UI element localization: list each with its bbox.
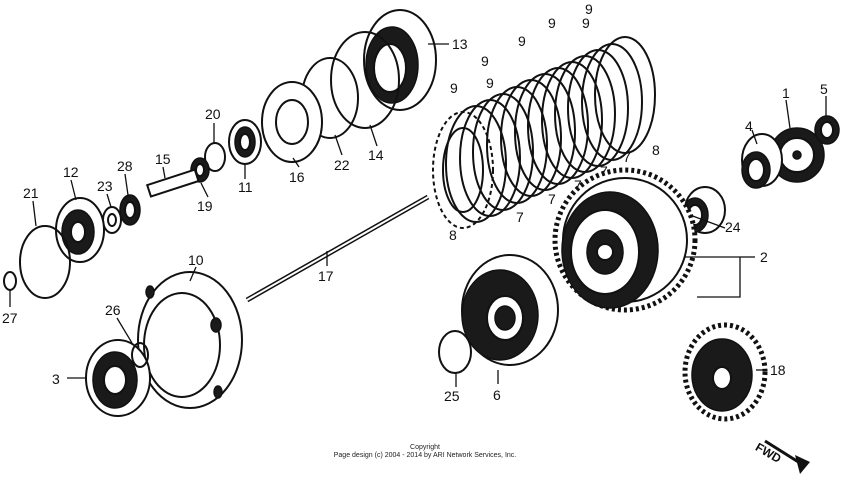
callout-21: 21 bbox=[23, 185, 39, 201]
part-26-washer bbox=[131, 342, 149, 368]
part-23-bushing bbox=[102, 206, 122, 234]
callout-9e: 9 bbox=[481, 53, 489, 69]
part-12-lifter-plate bbox=[55, 197, 105, 263]
callout-7e: 7 bbox=[516, 209, 524, 225]
callout-19: 19 bbox=[197, 198, 213, 214]
part-1-sprocket bbox=[769, 127, 825, 183]
callout-28: 28 bbox=[117, 158, 133, 174]
callout-4: 4 bbox=[745, 118, 753, 134]
part-11-bearing bbox=[228, 119, 262, 165]
clutch-plate-stack bbox=[432, 36, 656, 229]
callout-17: 17 bbox=[318, 268, 334, 284]
part-21-gasket bbox=[19, 225, 71, 299]
callout-18: 18 bbox=[770, 362, 786, 378]
callout-1: 1 bbox=[782, 85, 790, 101]
callout-9a: 9 bbox=[585, 1, 593, 17]
callout-14: 14 bbox=[368, 147, 384, 163]
forward-arrow-icon bbox=[764, 439, 810, 474]
callout-3: 3 bbox=[52, 371, 60, 387]
part-15-lifter-rod bbox=[145, 168, 200, 198]
callout-20: 20 bbox=[205, 106, 221, 122]
leader-lines bbox=[9, 43, 827, 387]
copyright-heading: Copyright bbox=[410, 444, 440, 451]
part-25-snap-ring bbox=[438, 330, 472, 374]
part-18-primary-gear bbox=[682, 322, 768, 422]
callout-10: 10 bbox=[188, 252, 204, 268]
callout-9f: 9 bbox=[486, 75, 494, 91]
callout-22: 22 bbox=[334, 157, 350, 173]
callout-6: 6 bbox=[493, 387, 501, 403]
callout-11: 11 bbox=[238, 179, 253, 195]
callout-24: 24 bbox=[725, 219, 741, 235]
callout-15: 15 bbox=[155, 151, 171, 167]
callout-9c: 9 bbox=[582, 15, 590, 31]
callout-7d: 7 bbox=[548, 191, 556, 207]
callout-8b: 8 bbox=[449, 227, 457, 243]
callout-9b: 9 bbox=[548, 15, 556, 31]
part-14-ring bbox=[330, 31, 400, 129]
callout-23: 23 bbox=[97, 178, 113, 194]
callout-25: 25 bbox=[444, 388, 460, 404]
part-27-o-ring bbox=[3, 271, 17, 291]
callout-8a: 8 bbox=[652, 142, 660, 158]
callout-13: 13 bbox=[452, 36, 468, 52]
callout-26: 26 bbox=[105, 302, 121, 318]
callout-2: 2 bbox=[760, 249, 768, 265]
part-4-bushing bbox=[741, 133, 783, 189]
part-16-judder-plate bbox=[261, 81, 323, 163]
callout-16: 16 bbox=[289, 169, 305, 185]
part-10-clutch-cover bbox=[137, 271, 243, 409]
part-5-seal bbox=[814, 115, 840, 145]
copyright-notice: Page design (c) 2004 - 2014 by ARI Netwo… bbox=[333, 452, 517, 459]
part-2-clutch-outer bbox=[552, 167, 698, 313]
part-6-clutch-center bbox=[461, 254, 559, 366]
callout-7c: 7 bbox=[574, 177, 582, 193]
part-13-pressure-plate bbox=[363, 9, 437, 111]
part-3-pulley bbox=[85, 339, 151, 417]
callout-7b: 7 bbox=[600, 163, 608, 179]
part-20-washer bbox=[204, 142, 226, 172]
callout-5: 5 bbox=[820, 81, 828, 97]
callout-labels: 1 2 3 4 5 6 7 7 7 7 7 8 8 9 9 9 9 9 9 9 … bbox=[2, 1, 828, 404]
callout-12: 12 bbox=[63, 164, 79, 180]
callout-9g: 9 bbox=[450, 80, 458, 96]
callout-27: 27 bbox=[2, 310, 18, 326]
part-28-bearing bbox=[119, 194, 141, 226]
callout-7a: 7 bbox=[623, 149, 631, 165]
callout-9d: 9 bbox=[518, 33, 526, 49]
